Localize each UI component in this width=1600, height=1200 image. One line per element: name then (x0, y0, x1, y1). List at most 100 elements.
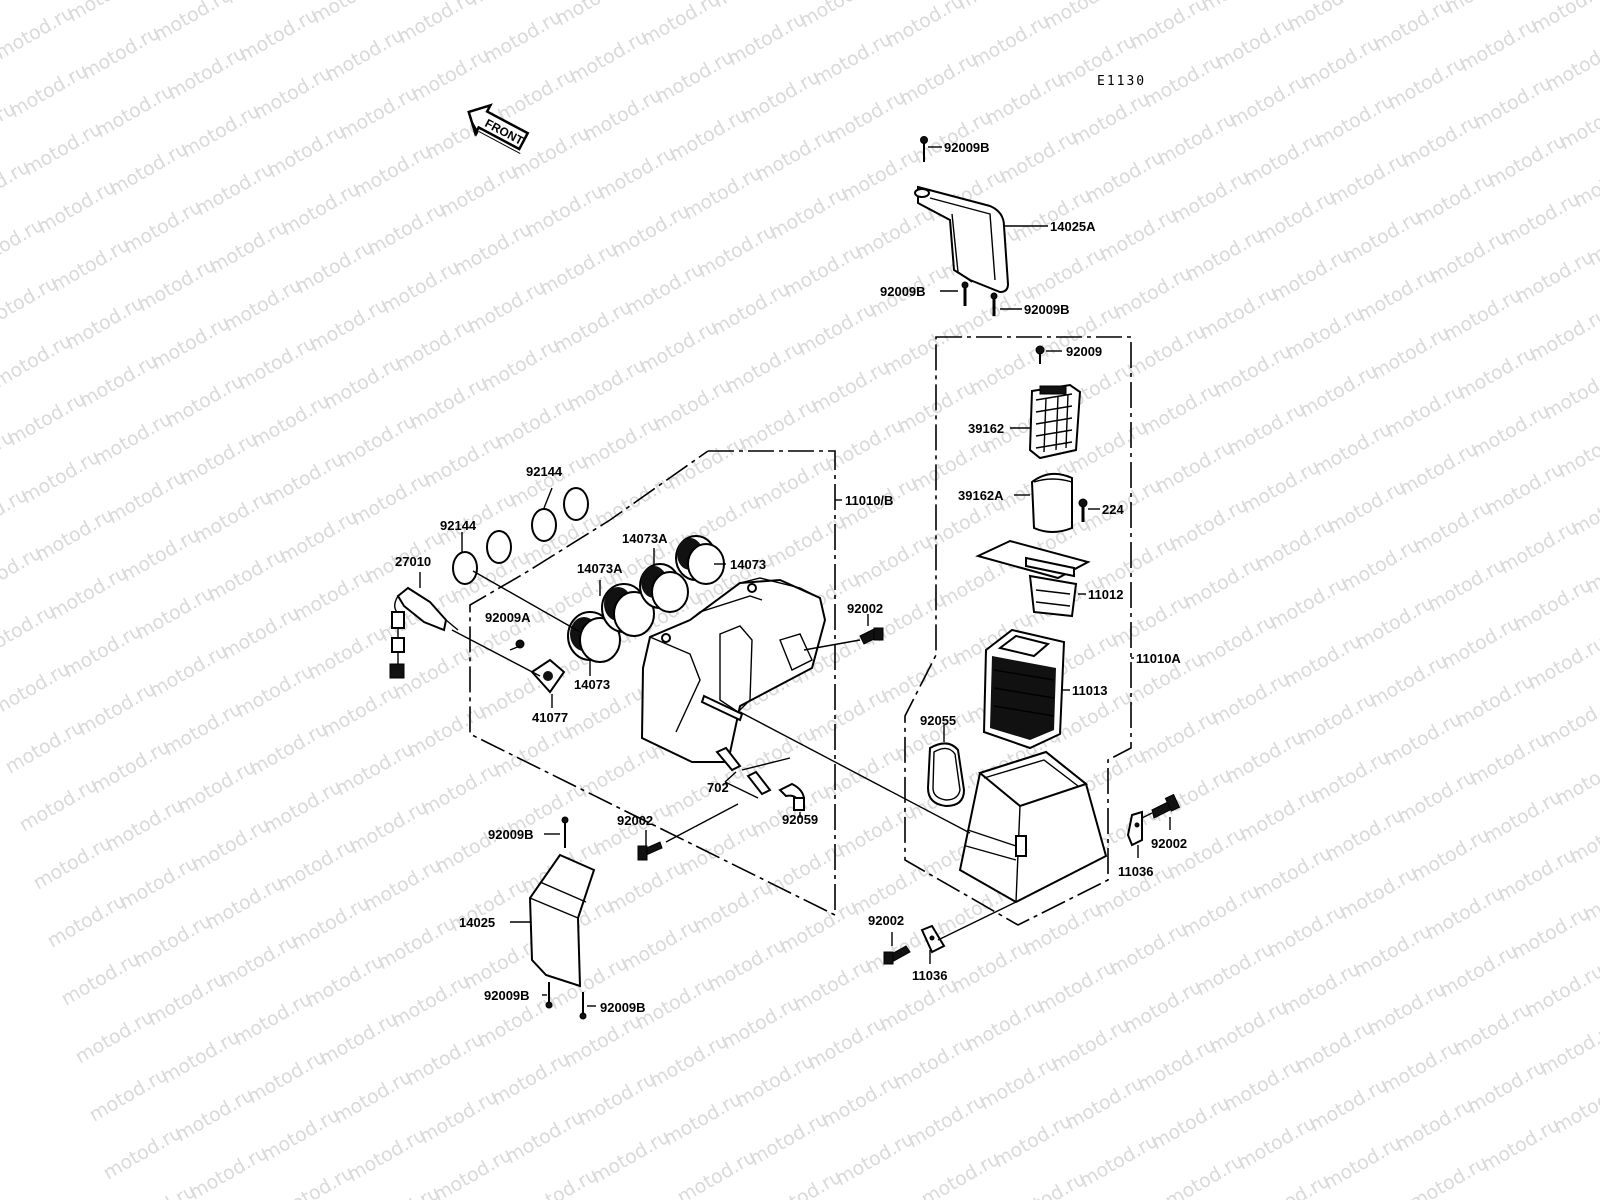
leader-lines (419, 146, 1171, 1007)
label-14073a-lower: 14073A (577, 561, 623, 576)
label-14025: 14025 (459, 915, 495, 930)
watermark-text: motod.ru (1554, 420, 1600, 483)
watermark-text: motod.ru (64, 0, 150, 26)
label-14073-right: 14073 (730, 557, 766, 572)
housing-11010b (640, 577, 827, 763)
housing-11010b-outline (469, 450, 836, 917)
filter-11013 (982, 628, 1066, 750)
label-14073a-upper: 14073A (622, 531, 668, 546)
label-92002-mid: 92002 (847, 601, 883, 616)
elbow-92059 (778, 782, 806, 811)
watermark-text: motod.ru (1568, 478, 1600, 541)
label-14073-lower: 14073 (574, 677, 610, 692)
label-41077: 41077 (532, 710, 568, 725)
label-11013: 11013 (1072, 683, 1107, 698)
element-39162a (1030, 472, 1073, 533)
watermark-text: motod.ru (308, 0, 394, 28)
watermark-text: motod.ru (1126, 0, 1212, 54)
watermark-text: motod.ru (394, 0, 480, 48)
label-92009: 92009 (1066, 344, 1102, 359)
watermark-text: motod.ru (1040, 0, 1126, 34)
watermark-text: motod.ru (222, 0, 308, 8)
cover-14025a (914, 185, 1010, 294)
watermark-text: motod.ru (466, 0, 552, 10)
label-92144-left: 92144 (440, 518, 477, 533)
sensor-27010 (389, 586, 459, 679)
watermark-text: motod.ru (1198, 0, 1284, 16)
gasket-92055 (926, 742, 966, 808)
label-11036-bottom: 11036 (912, 968, 947, 983)
bolt-icon (883, 945, 911, 965)
screw-icon (561, 816, 569, 848)
label-224: 224 (1102, 502, 1124, 517)
label-92009a: 92009A (485, 610, 531, 625)
label-92009b-bot1: 92009B (484, 988, 530, 1003)
screw-icon (515, 639, 525, 649)
watermark-text: motod.ru (796, 0, 882, 32)
watermark-text: motod.ru (1550, 1076, 1600, 1139)
watermark-text: motod.ru (954, 0, 1040, 14)
duct-14073-right (675, 535, 725, 585)
watermark-text: motod.ru (1284, 0, 1370, 36)
bolt-icon (859, 627, 884, 645)
bolt-icon (1151, 793, 1181, 819)
o-ring-92144 (452, 487, 589, 585)
plate-11012 (975, 539, 1091, 618)
label-92144-top: 92144 (526, 464, 563, 479)
screw-icon (579, 992, 587, 1020)
watermark-text: motod.ru (150, 0, 236, 46)
housing-11010a-outline (904, 336, 1132, 926)
label-11010a: 11010A (1136, 651, 1181, 666)
screw-icon (990, 292, 998, 316)
watermark-text: motod.ru (1370, 0, 1456, 56)
watermark-text: motod.ru (638, 0, 724, 50)
part-labels: 92009B 14025A 92009B 92009B 92009 39162 … (395, 140, 1187, 1015)
label-92055: 92055 (920, 713, 956, 728)
cover-14025 (528, 853, 596, 988)
watermark-text: motod.ru (1570, 150, 1600, 213)
element-39162 (1028, 383, 1082, 460)
label-92009b-left: 92009B (880, 284, 926, 299)
label-92009b-right: 92009B (1024, 302, 1070, 317)
pipe-702 (715, 746, 772, 796)
label-11036-right: 11036 (1118, 864, 1153, 879)
screw-icon (1078, 498, 1088, 522)
watermark-text: motod.ru (1538, 690, 1600, 753)
watermark-text: motod.ru (1526, 304, 1600, 367)
label-39162a: 39162A (958, 488, 1004, 503)
airbox-lower (958, 750, 1108, 904)
label-14025a: 14025A (1050, 219, 1096, 234)
label-39162: 39162 (968, 421, 1004, 436)
screw-icon (1035, 345, 1045, 364)
watermark-text: motod.ru (1540, 362, 1600, 425)
watermark-text: motod.ru (1528, 0, 1600, 38)
diagram-code: E1130 (1097, 74, 1146, 89)
bolt-icon (637, 841, 663, 861)
label-92002-bottom: 92002 (868, 913, 904, 928)
watermark-text: motod.ru (1442, 0, 1528, 18)
screw-icon (961, 281, 969, 306)
watermark-text: motod.ru (1542, 34, 1600, 97)
watermark-text: motod.ru (1522, 960, 1600, 1023)
watermark-text: motod.ru (1552, 748, 1600, 811)
screw-icon (545, 982, 553, 1009)
label-92009b-bot2: 92009B (600, 1000, 646, 1015)
watermark-text: motod.ru (1536, 1018, 1600, 1081)
label-11012: 11012 (1088, 587, 1123, 602)
bracket-11036-bottom (920, 924, 946, 954)
watermark-text: motod.ru (1524, 632, 1600, 695)
label-92059: 92059 (782, 812, 818, 827)
watermark-text: motod.ru (882, 0, 968, 52)
label-92002-right: 92002 (1151, 836, 1187, 851)
duct-14073a-lower (601, 583, 655, 637)
label-92009b-top: 92009B (944, 140, 990, 155)
watermark-text: motod.ru (0, 0, 64, 6)
label-27010: 27010 (395, 554, 431, 569)
watermark-text: motod.ru (1556, 92, 1600, 155)
label-92002-left: 92002 (617, 813, 653, 828)
label-11010b: 11010/B (845, 493, 893, 508)
label-702: 702 (707, 780, 729, 795)
screw-icon (920, 136, 928, 162)
plate-41077 (530, 658, 566, 694)
